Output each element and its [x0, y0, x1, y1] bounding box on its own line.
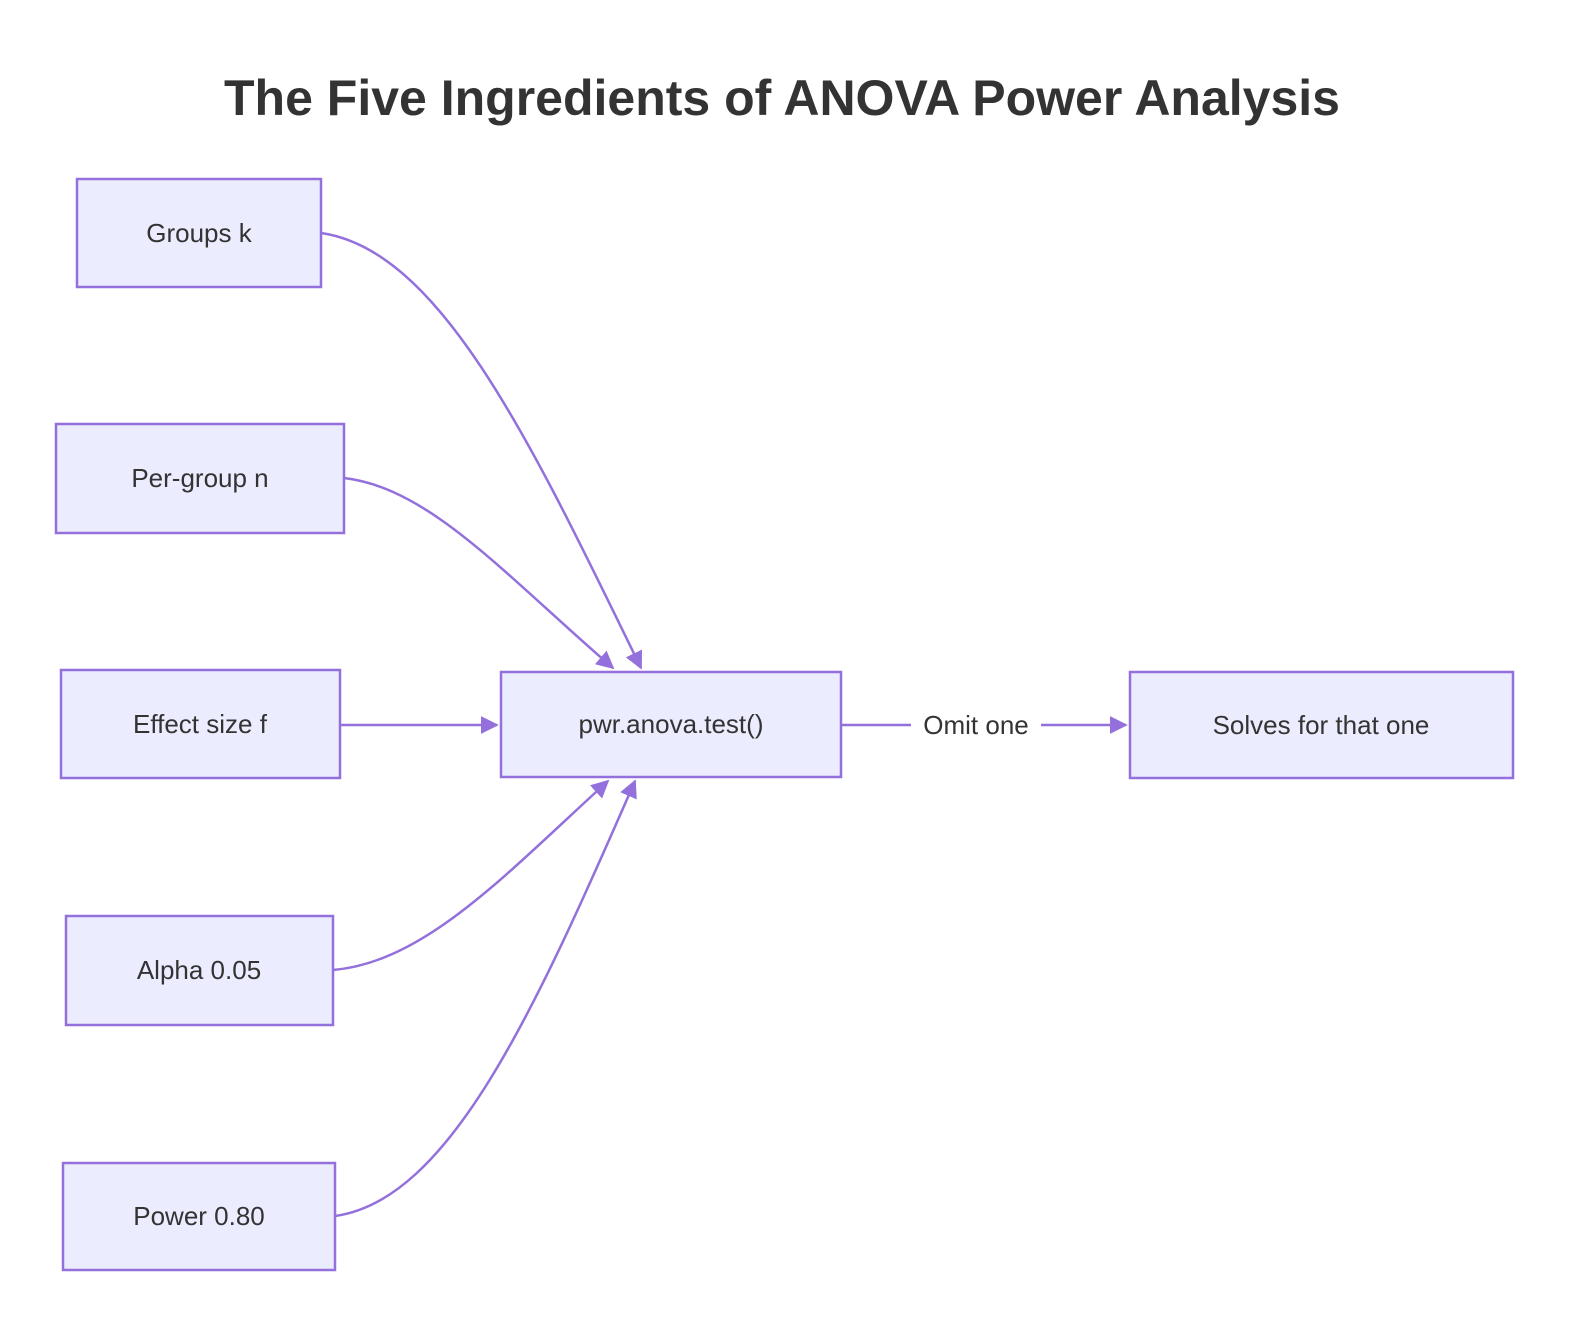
node-alpha-box [64, 914, 335, 1027]
edge-label-bg [911, 702, 1041, 747]
edge-power-to-func [334, 779, 637, 1218]
node-groups-k: Groups k [75, 177, 323, 289]
node-solves-for-that-one-box [1128, 670, 1515, 780]
node-per-group-n-label: Per-group n [131, 463, 268, 493]
edge-label-omit-one: Omit one [923, 710, 1029, 740]
node-effect-size-f: Effect size f [59, 668, 342, 780]
node-power-box [61, 1161, 337, 1272]
node-alpha: Alpha 0.05 [64, 914, 335, 1027]
edge-alpha-to-func [332, 779, 610, 972]
node-pwr-anova-test: pwr.anova.test() [499, 670, 843, 779]
node-pwr-anova-test-box [499, 670, 843, 779]
node-groups-k-label: Groups k [146, 218, 252, 248]
node-effect-size-f-label: Effect size f [133, 709, 268, 739]
edge-groups-k-to-func [320, 231, 643, 670]
node-pwr-anova-test-label: pwr.anova.test() [579, 709, 764, 739]
node-power-label: Power 0.80 [133, 1201, 265, 1231]
node-alpha-label: Alpha 0.05 [137, 955, 261, 985]
node-groups-k-box [75, 177, 323, 289]
node-power: Power 0.80 [61, 1161, 337, 1272]
edge-per-group-n-to-func [343, 476, 615, 670]
node-per-group-n: Per-group n [54, 422, 346, 535]
diagram-title: The Five Ingredients of ANOVA Power Anal… [224, 70, 1340, 126]
node-effect-size-f-box [59, 668, 342, 780]
node-solves-for-that-one: Solves for that one [1128, 670, 1515, 780]
node-per-group-n-box [54, 422, 346, 535]
node-solves-for-that-one-label: Solves for that one [1213, 710, 1430, 740]
